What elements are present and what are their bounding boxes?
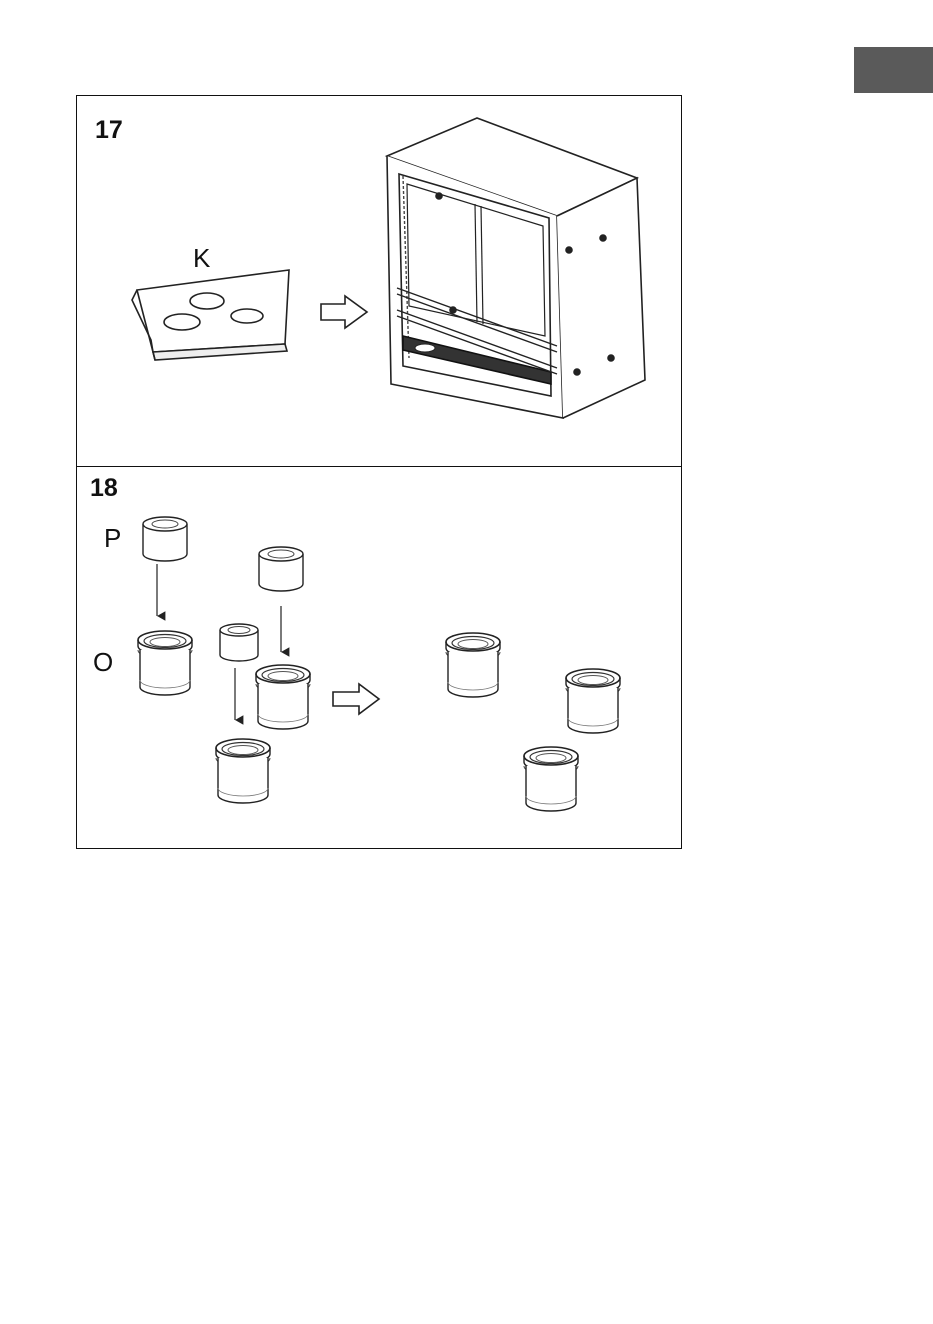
instruction-frame: 17 K 18 P O: [76, 95, 682, 849]
insert-p-2: [259, 547, 303, 591]
fireplace-box: [387, 118, 645, 418]
direction-arrow-17: [321, 296, 367, 328]
direction-arrow-18: [333, 684, 379, 714]
assembled-container-2: [566, 669, 620, 733]
language-tab: [854, 47, 933, 93]
assembled-container-1: [446, 633, 500, 697]
container-o-1: [138, 631, 192, 695]
insert-p-1: [143, 517, 187, 561]
plate-k: [132, 270, 289, 360]
assembled-container-3: [524, 747, 578, 811]
container-o-3: [216, 739, 270, 803]
container-o-2: [256, 665, 310, 729]
insert-p-3: [220, 624, 258, 661]
assembly-illustration: [77, 96, 683, 850]
